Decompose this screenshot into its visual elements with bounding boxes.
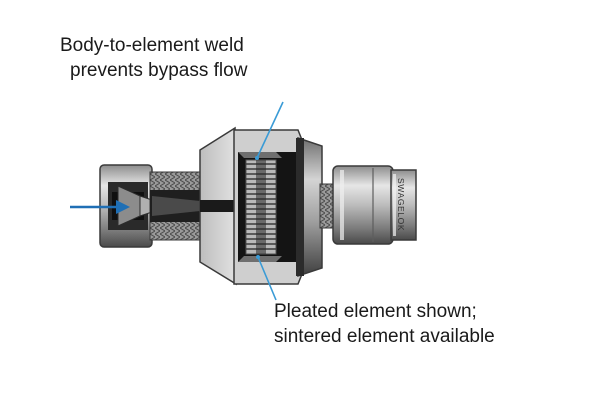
weld-callout: Body-to-element weld prevents bypass flo… — [60, 33, 247, 83]
weld-leader-line — [255, 101, 284, 160]
element-leader-line — [256, 255, 277, 301]
element-callout: Pleated element shown; sintered element … — [274, 299, 495, 349]
outlet-tube — [390, 169, 417, 241]
outlet-nut — [332, 165, 394, 245]
pleated-element — [245, 159, 277, 255]
element-callout-line-1: Pleated element shown; — [274, 301, 477, 322]
brand-stamp: SWAGELOK — [396, 178, 406, 231]
outlet-hex — [296, 136, 323, 278]
inlet-body — [199, 126, 237, 286]
inlet-thread — [149, 171, 202, 241]
element-callout-line-2: sintered element available — [274, 326, 495, 347]
filter-housing — [233, 129, 303, 285]
weld-callout-line-2: prevents bypass flow — [70, 60, 248, 81]
weld-callout-line-1: Body-to-element weld — [60, 35, 244, 56]
flow-arrow — [70, 200, 130, 214]
outlet-thread — [319, 183, 335, 229]
